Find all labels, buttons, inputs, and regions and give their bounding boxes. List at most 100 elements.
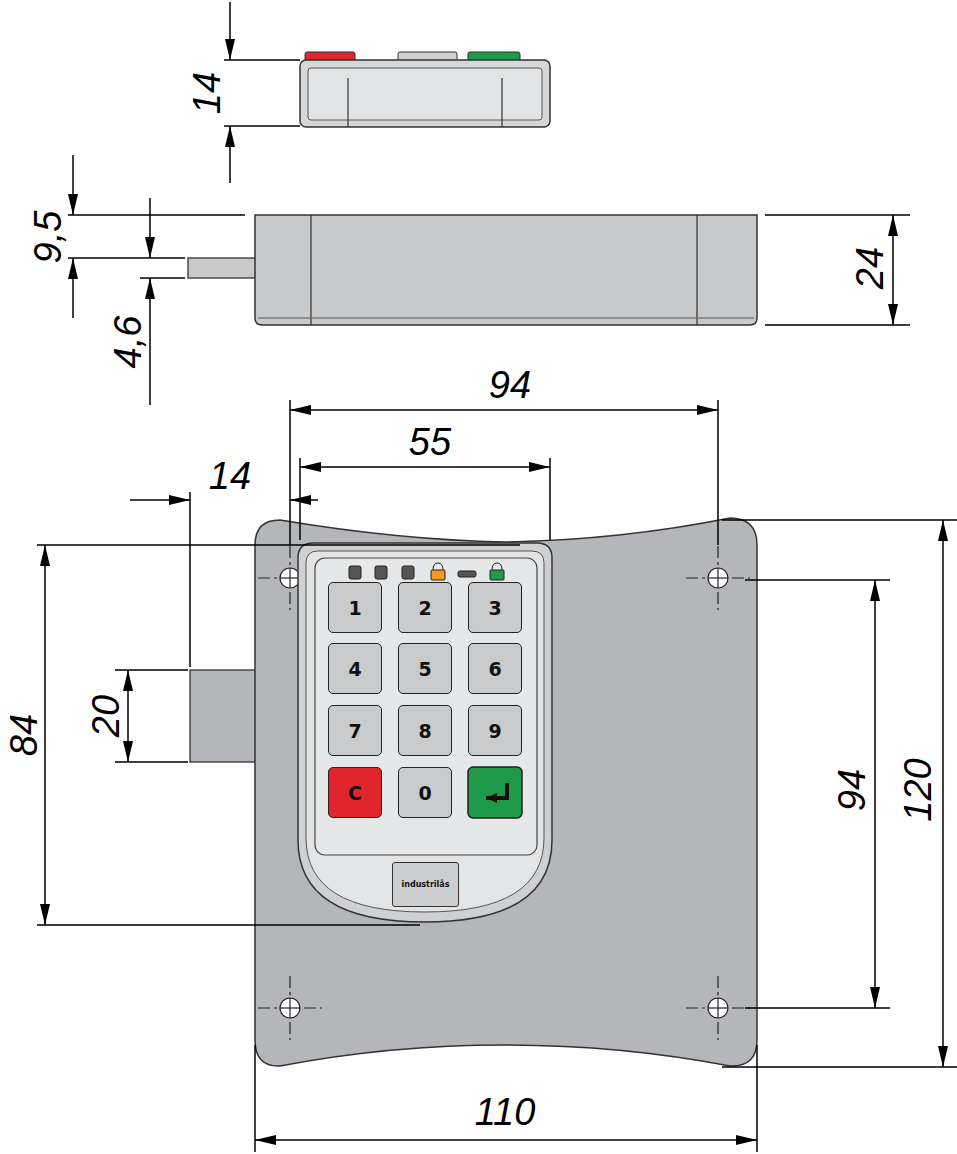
enter-key — [468, 767, 522, 818]
key-label: 2 — [418, 597, 431, 619]
key-label: 4 — [348, 658, 361, 680]
key-label: 1 — [348, 597, 361, 619]
unlock-icon — [490, 570, 504, 580]
dimension-line — [229, 126, 231, 183]
hole — [280, 568, 300, 588]
key-field — [315, 558, 537, 855]
extension-line — [722, 519, 957, 521]
dimension-14-front — [130, 492, 318, 667]
dimension-line — [72, 155, 74, 215]
keypad-key: 9 — [468, 705, 522, 756]
extension-line — [115, 761, 188, 763]
dimension-94-top — [290, 400, 718, 545]
dimension-line — [130, 499, 190, 501]
extension-line — [765, 214, 910, 216]
keypad-key: 6 — [468, 643, 522, 694]
center-line — [289, 568, 290, 588]
dimension-value: 14 — [209, 457, 251, 495]
extension-line — [189, 492, 191, 667]
center-line — [289, 998, 290, 1018]
dimension-line — [290, 499, 318, 501]
key-label: C — [348, 782, 362, 804]
extension-line — [115, 669, 188, 671]
bolt-side — [188, 258, 258, 278]
key-label: 5 — [418, 658, 431, 680]
key-label: 7 — [348, 720, 361, 742]
extension-line — [717, 400, 719, 545]
unlock-icon — [492, 563, 502, 570]
outline-edge — [258, 318, 754, 319]
keypad-face-top — [308, 68, 542, 120]
extension-line — [140, 277, 185, 279]
dimension-value: 24 — [851, 247, 889, 289]
dimension-9-5 — [68, 155, 245, 318]
mounting-hole — [686, 546, 750, 610]
lock-icon — [431, 570, 445, 580]
key-label: 3 — [488, 597, 501, 619]
dimension-value: 120 — [899, 758, 937, 821]
extension-line — [745, 1007, 890, 1009]
center-line — [717, 976, 718, 1040]
lock-body-side — [255, 215, 757, 325]
keypad-housing — [298, 543, 552, 922]
dimension-24 — [765, 215, 910, 325]
bolt-front — [190, 670, 260, 762]
dimension-line — [149, 278, 151, 405]
brand-logo: industrilås — [392, 862, 459, 907]
extension-line — [299, 458, 301, 540]
dimension-line — [44, 545, 46, 925]
dimension-line — [72, 258, 74, 318]
dimension-value: 9,5 — [29, 211, 67, 264]
dimension-value: 20 — [87, 695, 125, 737]
center-line — [289, 976, 290, 1040]
led — [402, 566, 414, 579]
dimension-value: 84 — [5, 714, 43, 756]
enter-arrow-icon — [486, 783, 507, 798]
extension-line — [289, 400, 291, 545]
extension-line — [224, 125, 300, 127]
clear-key: C — [328, 767, 382, 818]
extension-line — [68, 257, 185, 259]
extension-line — [37, 924, 420, 926]
dimension-110 — [255, 1045, 757, 1152]
top-view — [300, 52, 550, 127]
led — [375, 566, 387, 579]
dimension-value: 4,6 — [109, 316, 147, 369]
hole — [280, 998, 300, 1018]
dimension-55 — [300, 458, 550, 540]
dimension-line — [149, 198, 151, 258]
dimension-line — [229, 2, 231, 60]
key-label: 9 — [488, 720, 501, 742]
mounting-hole — [258, 976, 322, 1040]
dimension-line — [300, 466, 550, 468]
dimension-20 — [115, 670, 188, 762]
dimension-line — [127, 670, 129, 762]
dimension-value: 110 — [475, 1093, 536, 1131]
center-line — [289, 546, 290, 610]
keypad-key: 3 — [468, 582, 522, 633]
keypad-key: 0 — [398, 767, 452, 818]
mounting-holes — [258, 546, 750, 1040]
dimension-line — [874, 580, 876, 1008]
key-label: 6 — [488, 658, 501, 680]
outline-edge — [696, 215, 697, 325]
keypad-key: 5 — [398, 643, 452, 694]
dimension-120 — [722, 520, 957, 1067]
mounting-plate — [255, 518, 757, 1066]
hole — [708, 568, 728, 588]
keypad-face — [306, 551, 544, 912]
extension-line — [549, 458, 551, 540]
front-view — [190, 518, 757, 1066]
outline-edge — [310, 215, 311, 325]
dimension-line — [290, 409, 718, 411]
status-leds — [349, 563, 504, 580]
key-label: 0 — [418, 782, 431, 804]
side-view — [188, 215, 757, 325]
extension-line — [765, 324, 910, 326]
extension-line — [37, 544, 520, 546]
center-line — [717, 568, 718, 588]
extension-line — [745, 579, 890, 581]
dimension-line — [942, 520, 944, 1067]
